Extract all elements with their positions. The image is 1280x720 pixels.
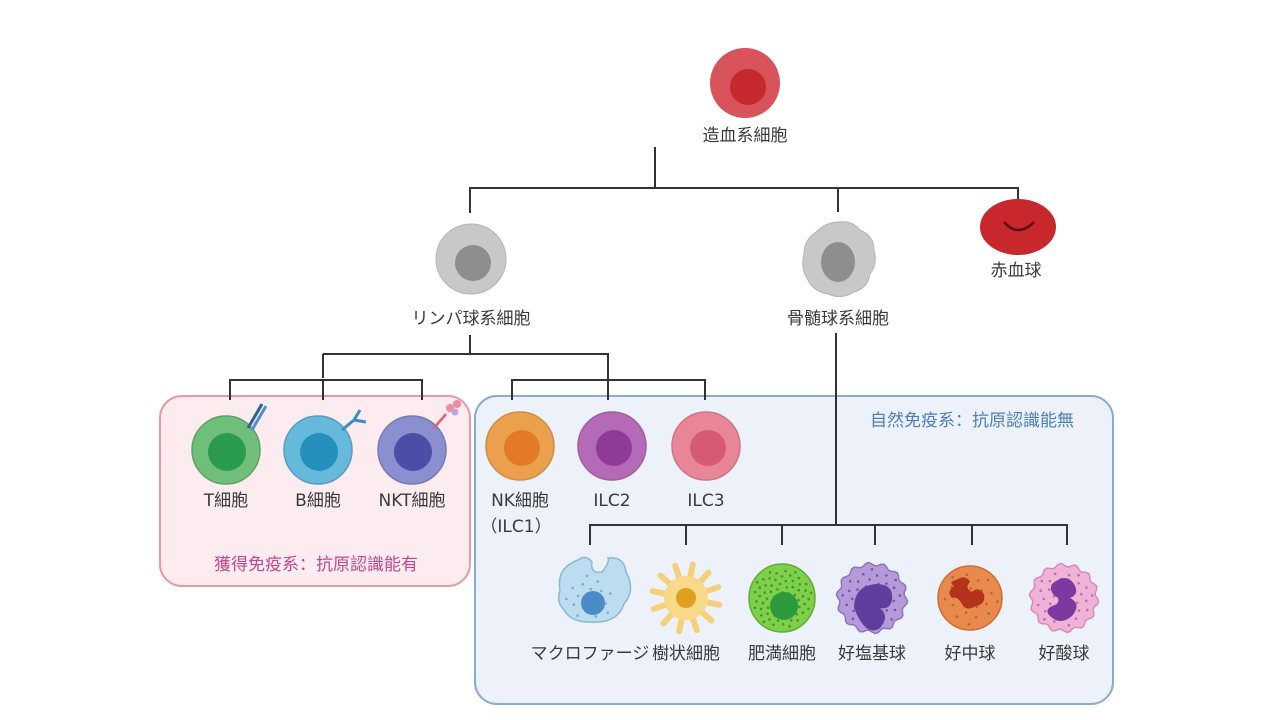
erythrocyte-label: 赤血球 [991,261,1042,281]
adaptive-cell-antigen: NKT細胞 [377,400,461,511]
myeloid-progenitor-label: 骨髄球系細胞 [787,309,889,329]
adaptive-cell-label: T細胞 [203,491,248,511]
innate-lymphoid-cell-label: ILC2 [593,491,630,511]
innate-lymphoid-bar [511,378,706,400]
neutrophil-cell: 好中球 [937,565,1003,664]
neutrophil-label: 好中球 [945,644,996,664]
root-bar [469,168,1019,213]
innate-lymphoid-cell: ILC2 [577,411,647,511]
innate-lymphoid-cell-sublabel: （ILC1） [480,517,551,537]
innate-lymphoid-cell-label: NK細胞 [491,491,549,511]
antibody-receptor-icon [341,409,367,432]
erythrocyte-cell [980,199,1056,255]
innate-immunity-label: 自然免疫系：抗原認識能無 [870,411,1074,431]
adaptive-immunity-label: 獲得免疫系：抗原認識能有 [214,555,418,575]
myeloid-progenitor-cell [802,221,876,298]
dendritic-label: 樹状細胞 [652,644,720,664]
basophil-cell: 好塩基球 [835,561,909,664]
tcr-receptor-icon [246,403,268,431]
macrophage-label: マクロファージ [531,644,650,664]
hematopoietic-cell [710,48,780,118]
innate-lymphoid-cell-label: ILC3 [687,491,724,511]
lymphoid-bar [323,353,609,378]
myeloid-bar [589,524,1068,545]
adaptive-cell-label: B細胞 [295,491,341,511]
macrophage-cell: マクロファージ [531,556,650,664]
lymphoid-progenitor-label: リンパ球系細胞 [412,309,531,329]
root-to-lymphoid-bar [470,187,839,212]
innate-immunity-box [474,395,1114,705]
mast-label: 肥満細胞 [748,644,816,664]
hematopoietic-cell-label: 造血系細胞 [703,126,788,146]
mast-cell: 肥満細胞 [748,563,816,664]
lymphoid-progenitor-cell [435,223,507,295]
antigen-receptor-icon [433,400,461,429]
adaptive-cell-antibody: B細胞 [283,409,367,511]
innate-lymphoid-cell: ILC3 [671,411,741,511]
lineage-connectors [229,147,1068,545]
innate-lymphoid-cell: NK細胞 （ILC1） [480,411,555,537]
eosinophil-cell: 好酸球 [1028,562,1100,664]
dendritic-cell: 樹状細胞 [649,561,723,664]
eosinophil-label: 好酸球 [1039,644,1090,664]
adaptive-cell-tcr: T細胞 [191,403,268,511]
adaptive-bar [229,354,423,400]
basophil-label: 好塩基球 [838,644,906,664]
adaptive-cell-label: NKT細胞 [379,491,446,511]
